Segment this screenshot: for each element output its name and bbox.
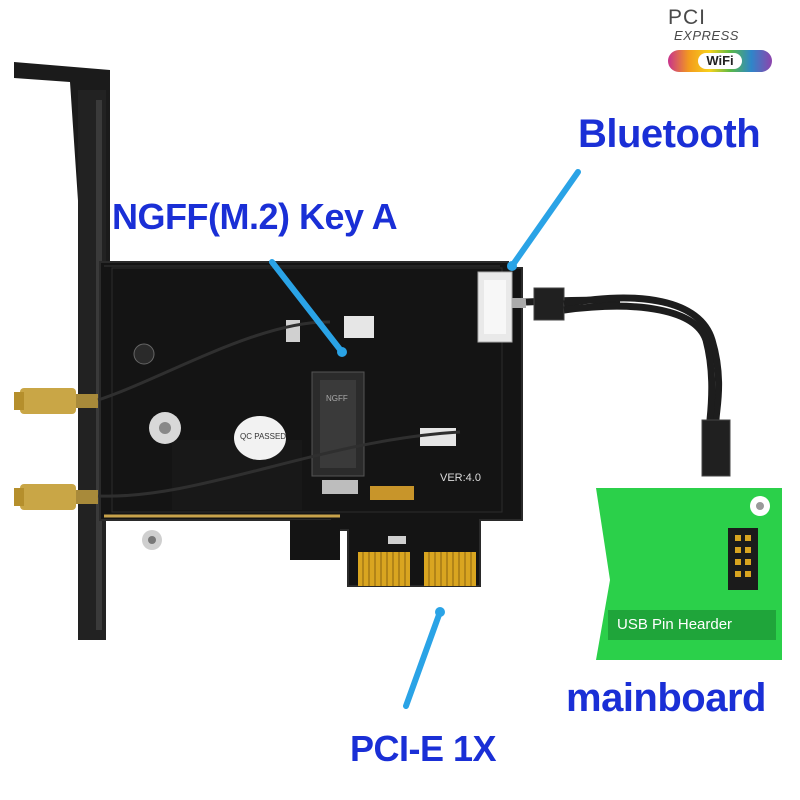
m2-slot — [311, 371, 365, 494]
standoff — [133, 343, 181, 550]
pointer-lines — [269, 169, 581, 709]
wifi-badge: WiFi — [668, 50, 772, 72]
bracket — [14, 62, 110, 640]
pointer-pcie — [403, 609, 443, 709]
mainboard-label: mainboard — [566, 676, 766, 720]
express-logo-text: EXPRESS — [674, 28, 739, 43]
pci-logo-text: PCI — [668, 6, 707, 29]
pointer-bluetooth — [509, 169, 581, 269]
m2-chip-label: NGFF — [326, 394, 348, 403]
usb-header-label: USB Pin Hearder — [617, 616, 733, 633]
wifi-badge-text: WiFi — [698, 53, 742, 69]
pcb-board — [99, 261, 523, 587]
antenna-connector-top — [14, 388, 98, 414]
qc-sticker — [234, 416, 286, 460]
ngff-label: NGFF(M.2) Key A — [112, 196, 398, 237]
pci-express-logo: PCI EXPRESS WiFi — [668, 6, 778, 74]
antenna-connector-bottom — [14, 484, 98, 510]
qc-sticker-text: QC PASSED — [240, 432, 287, 441]
pcie-gold-fingers — [358, 552, 476, 586]
bluetooth-label: Bluetooth — [578, 112, 761, 156]
board-version: VER:4.0 — [440, 472, 481, 484]
pcie-label: PCI-E 1X — [350, 728, 497, 769]
antenna-wires — [97, 320, 461, 498]
pointer-ngff — [269, 259, 345, 355]
bluetooth-connector — [477, 271, 513, 343]
pointer-dots — [337, 261, 517, 617]
mainboard-panel — [596, 488, 782, 660]
usb-cable — [512, 287, 731, 477]
